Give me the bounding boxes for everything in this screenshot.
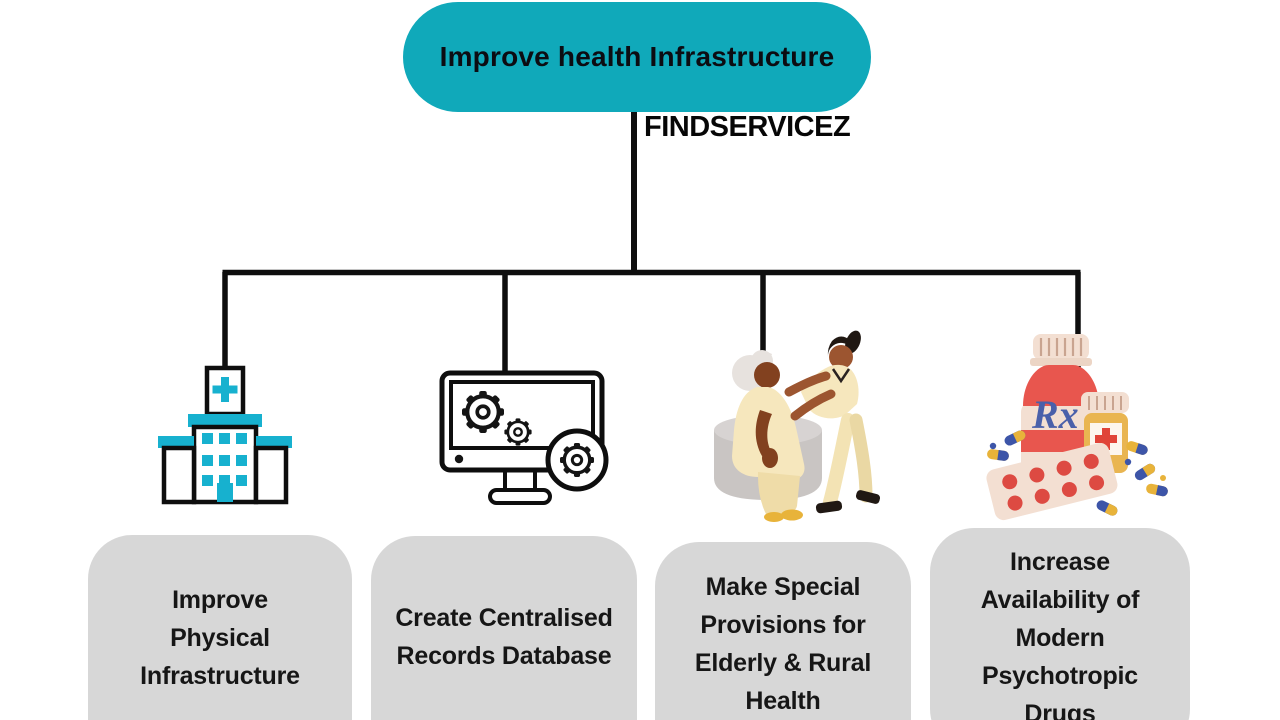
rx-symbol: Rx <box>1031 392 1079 437</box>
branch-label: Make Special Provisions for Elderly & Ru… <box>694 573 872 715</box>
root-node: Improve health Infrastructure <box>403 2 871 112</box>
psychotropic-drugs-illustration: Rx <box>986 334 1168 521</box>
branch-box-elderly-rural-health: Make Special Provisions for Elderly & Ru… <box>655 542 911 720</box>
elderly-care-illustration <box>714 330 880 522</box>
branch-box-physical-infrastructure: Improve Physical Infrastructure <box>88 535 352 720</box>
watermark-text: FINDSERVICEZ <box>644 111 851 143</box>
hospital-building-icon <box>158 365 292 505</box>
capsule-pills <box>987 430 1168 516</box>
root-node-label: Improve health Infrastructure <box>439 41 835 72</box>
branch-box-records-database: Create Centralised Records Database <box>371 536 637 720</box>
branch-box-psychotropic-drugs: Increase Availability of Modern Psychotr… <box>930 528 1190 720</box>
branch-label: Increase Availability of Modern Psychotr… <box>980 548 1140 720</box>
branch-label: Create Centralised Records Database <box>395 604 613 670</box>
branch-label: Improve Physical Infrastructure <box>140 586 300 690</box>
records-database-computer-icon <box>439 370 609 505</box>
